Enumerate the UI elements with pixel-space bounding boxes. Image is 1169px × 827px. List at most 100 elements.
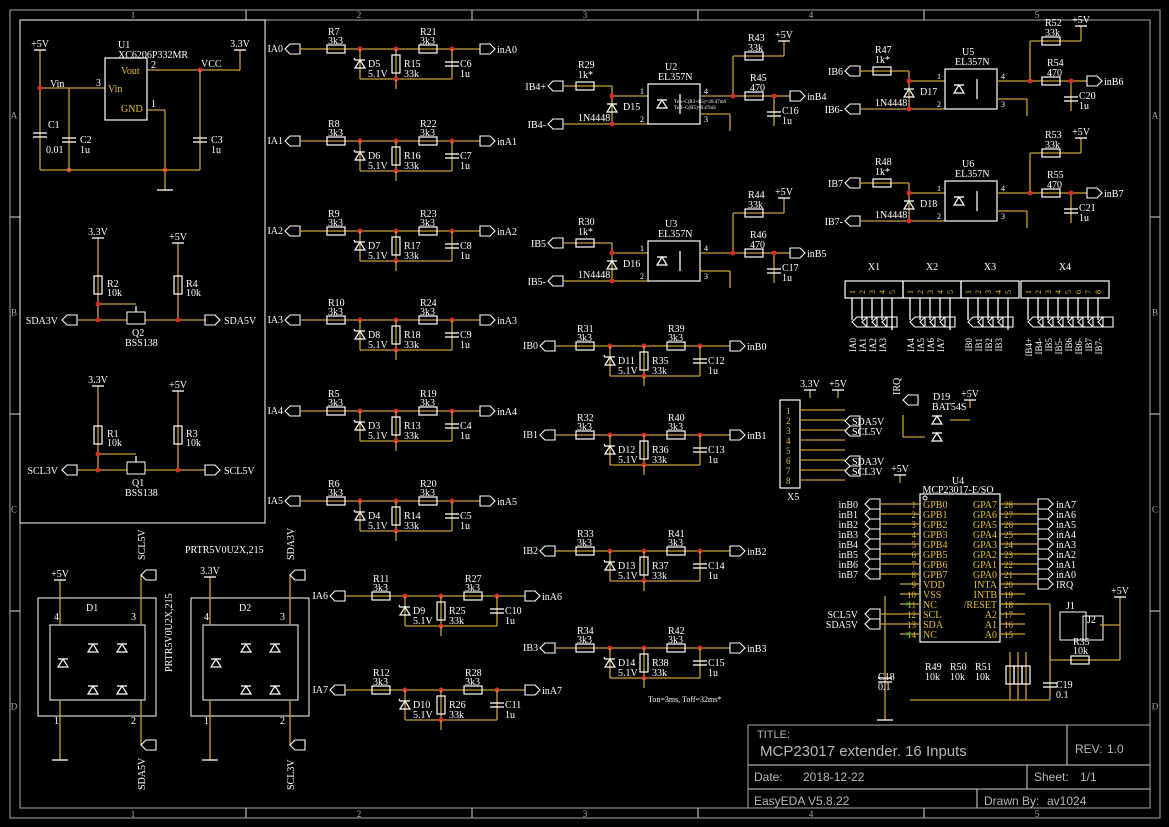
- input-net-flag: [539, 642, 556, 654]
- label: C10: [505, 606, 522, 617]
- tvs-diode: [268, 642, 282, 653]
- pin-number: 26: [1004, 520, 1014, 530]
- zener: [353, 150, 367, 161]
- junction-dot: [609, 250, 615, 256]
- ref: U4: [952, 476, 964, 487]
- ref: J1: [1066, 601, 1075, 612]
- ref: X3: [984, 262, 996, 273]
- pin-number: 1: [906, 290, 915, 294]
- zener: [603, 354, 615, 358]
- label: R17: [404, 241, 421, 252]
- net-label: IB4+: [525, 82, 546, 93]
- title-block: [747, 724, 1151, 809]
- power-label: 3.3V: [88, 227, 109, 238]
- grid-col-label: 4: [809, 809, 814, 819]
- net-label: IA4: [267, 406, 283, 417]
- date-value: 2018-12-22: [803, 770, 865, 784]
- pin-number: 16: [1004, 620, 1014, 630]
- label: D11: [618, 356, 635, 367]
- net-label: SCL3V: [286, 759, 297, 790]
- ref: X5: [787, 492, 799, 503]
- part-name: EL357N: [955, 57, 989, 68]
- zener: [398, 604, 410, 608]
- label: R42: [668, 626, 685, 637]
- schottky-diode: [930, 431, 944, 442]
- net-label: IA5: [916, 338, 926, 352]
- label: 3k3: [577, 333, 592, 344]
- label: 1k*: [875, 55, 890, 66]
- net-flag: [844, 65, 861, 77]
- grid-row-label: C: [11, 505, 17, 515]
- net-label: IRQ: [892, 377, 903, 395]
- pin-number: 2: [131, 716, 136, 727]
- pin-number: 21: [1004, 570, 1013, 580]
- output-net-flag: [729, 545, 746, 557]
- label: C6: [460, 59, 472, 70]
- net-label: IB6: [1064, 338, 1074, 352]
- label: R13: [404, 421, 421, 432]
- label: R27: [465, 574, 482, 585]
- label: 1N4448: [578, 113, 610, 124]
- net-flag: [844, 465, 861, 477]
- zener: [353, 240, 367, 251]
- net-flag: [1037, 578, 1054, 590]
- net-flag: [789, 247, 806, 259]
- net-label: IA3: [878, 338, 888, 352]
- label: C11: [505, 700, 521, 711]
- net-label: SCL5V: [137, 529, 148, 560]
- optocoupler-body: [944, 68, 998, 110]
- pin-number: 10: [907, 590, 917, 600]
- label: C7: [460, 151, 472, 162]
- label: 5.1V: [618, 571, 639, 582]
- label: 1u: [1079, 101, 1089, 112]
- net-label: inB3: [747, 644, 766, 655]
- pin-name: GPA5: [973, 520, 997, 531]
- label: R43: [748, 33, 765, 44]
- input-net-flag: [284, 225, 301, 237]
- r-series-1: [371, 685, 391, 695]
- pin-name: GPB0: [923, 500, 947, 511]
- r-pulldown: [639, 351, 649, 371]
- pin-name: NC: [923, 600, 937, 611]
- net-label: SDA5V: [852, 417, 885, 428]
- pin-name: Vout: [121, 66, 140, 77]
- mcp-body: [919, 493, 1001, 643]
- net-label: inB3: [839, 530, 858, 541]
- mosfet: [126, 311, 146, 325]
- pin-number: 12: [907, 610, 916, 620]
- label: C18: [878, 672, 895, 683]
- net-flag: [902, 394, 919, 406]
- pin-number: 17: [1004, 610, 1014, 620]
- label: D14: [618, 658, 635, 669]
- pin-number: 9: [912, 580, 917, 590]
- power-label: 3.3V: [230, 39, 251, 50]
- label: 33k: [748, 43, 763, 54]
- ref: X2: [926, 262, 938, 273]
- label: R19: [420, 389, 437, 400]
- grid-row-label: B: [1152, 308, 1158, 318]
- part-name: BAT54S: [932, 402, 966, 413]
- zener: [398, 605, 412, 616]
- pin-number: 4: [54, 612, 59, 623]
- label: 10k: [1073, 646, 1088, 657]
- net-flag: [919, 316, 936, 328]
- pin-number: 3: [280, 612, 285, 623]
- label: 3k3: [668, 333, 683, 344]
- label: R6: [328, 479, 340, 490]
- pin-number: 2: [280, 716, 285, 727]
- input-net-flag: [329, 590, 346, 602]
- net-label: inB4: [839, 540, 858, 551]
- label: 3k3: [577, 538, 592, 549]
- label: C19: [1056, 680, 1073, 691]
- input-net-flag: [539, 340, 556, 352]
- label: D3: [368, 421, 380, 432]
- input-filters-b: IB0R313k3R393k3D115.1VR3533kC121uinB0IB1…: [523, 324, 766, 704]
- pin-number: 4: [1001, 184, 1005, 193]
- input-net-flag: [539, 545, 556, 557]
- pin-name: VSS: [923, 590, 941, 601]
- r-pulldown: [391, 506, 401, 526]
- label: 5.1V: [413, 616, 434, 627]
- r-series-1: [326, 44, 346, 54]
- ref: D1: [86, 603, 98, 614]
